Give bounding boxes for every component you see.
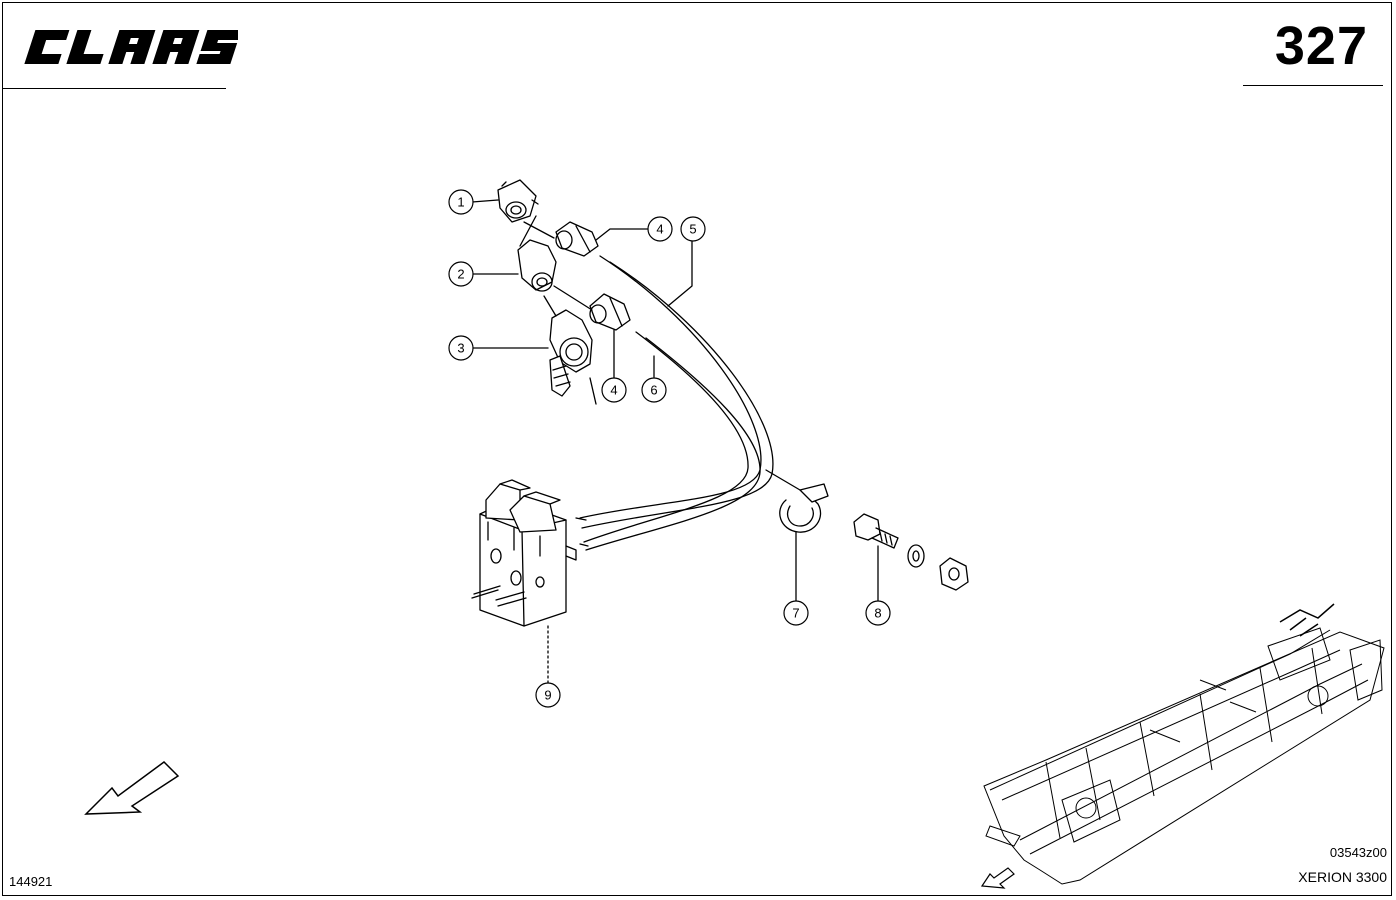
callout-7: 7 <box>792 606 799 621</box>
machine-frame-overview <box>983 603 1385 885</box>
callout-2: 2 <box>457 267 464 282</box>
header-rule-right <box>1243 85 1383 86</box>
callout-1: 1 <box>457 195 464 210</box>
callout-4-lower: 4 <box>610 383 617 398</box>
direction-arrow-icon <box>84 761 180 815</box>
model-name: XERION 3300 <box>1298 869 1387 885</box>
callouts <box>448 189 891 708</box>
part-8-nut <box>939 557 969 591</box>
part-9-valve-block <box>471 479 589 627</box>
callout-3: 3 <box>457 341 464 356</box>
hose-5 <box>579 255 774 529</box>
claas-logo <box>24 30 238 64</box>
callout-9: 9 <box>544 688 551 703</box>
small-direction-arrow-icon <box>980 867 1015 889</box>
part-4-nut-upper <box>555 221 599 257</box>
part-2-fitting <box>517 239 557 292</box>
part-3-t-fitting <box>549 309 597 405</box>
hose-6 <box>583 331 761 551</box>
drawing-code: 03543z00 <box>1329 845 1387 860</box>
callout-6: 6 <box>650 383 657 398</box>
page-number: 327 <box>1274 16 1368 76</box>
part-4-nut-lower <box>589 293 631 331</box>
part-8-bolt <box>853 513 899 549</box>
document-id: 144921 <box>9 874 53 889</box>
part-1-elbow-fitting <box>497 179 539 223</box>
callout-4-upper: 4 <box>656 222 663 237</box>
part-8-washer <box>907 544 925 568</box>
callout-5: 5 <box>689 222 696 237</box>
part-7-clamp <box>779 483 829 533</box>
header-rule-left <box>2 88 226 89</box>
callout-8: 8 <box>874 606 881 621</box>
